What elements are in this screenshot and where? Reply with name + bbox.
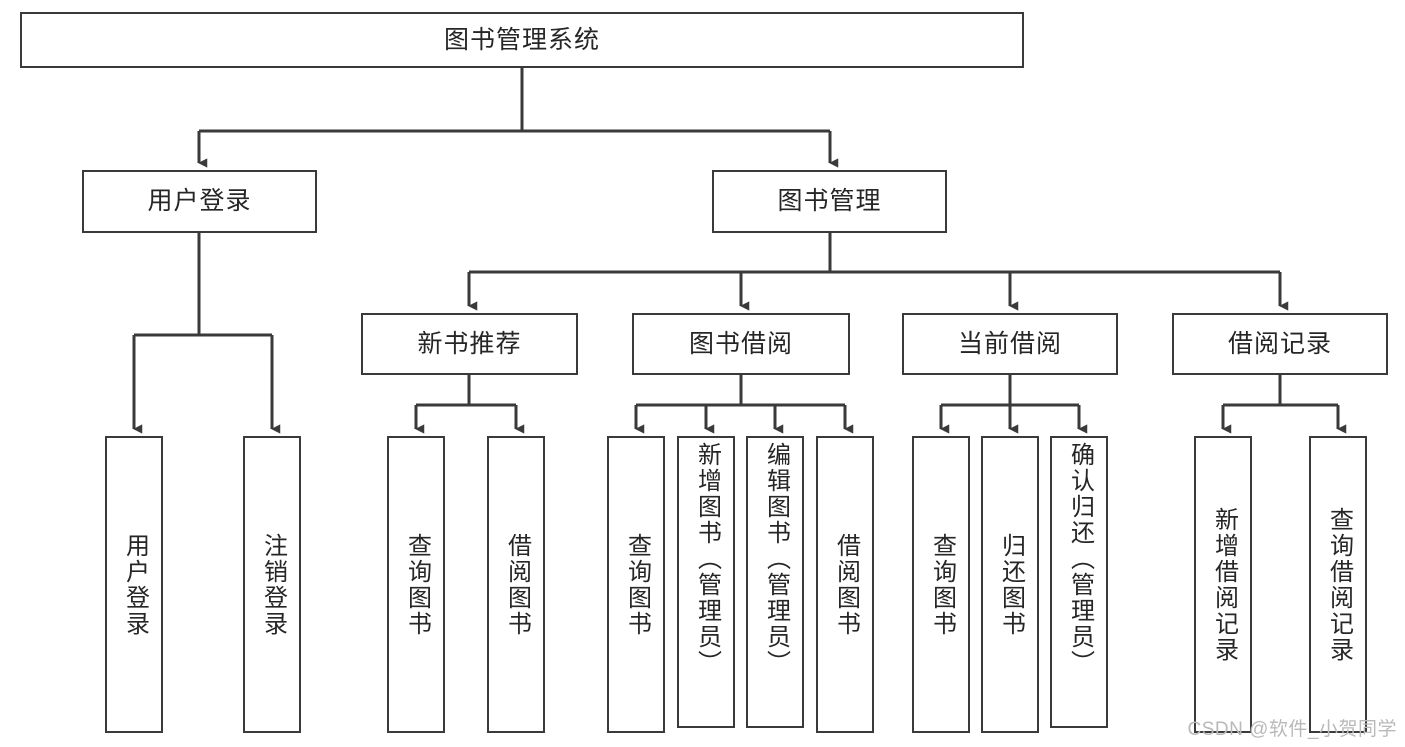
leaf-return-book[interactable]: 归还图书 [981,436,1039,733]
node-label: 查询图书 [623,532,651,637]
node-book-borrow[interactable]: 图书借阅 [632,313,850,375]
leaf-edit-book-admin[interactable]: 编辑图书（管理员） [746,436,804,728]
node-borrow-record[interactable]: 借阅记录 [1172,313,1388,375]
node-label: 图书管理 [777,187,882,215]
node-label: 借阅图书 [503,532,531,637]
node-label: 新增图书（管理员） [693,442,721,676]
leaf-query-book-borrow[interactable]: 查询图书 [607,436,665,733]
watermark-text: CSDN @软件_小贺同学 [1187,719,1397,740]
node-new-book-recommend[interactable]: 新书推荐 [361,313,578,375]
node-label: 新书推荐 [417,329,522,358]
node-label: 借阅图书 [832,532,860,637]
leaf-add-borrow-record[interactable]: 新增借阅记录 [1194,436,1252,733]
leaf-user-login[interactable]: 用户登录 [105,436,163,733]
node-book-management[interactable]: 图书管理 [712,170,947,233]
leaf-query-borrow-record[interactable]: 查询借阅记录 [1309,436,1367,733]
node-label: 借阅记录 [1227,329,1332,358]
leaf-logout-login[interactable]: 注销登录 [243,436,301,733]
leaf-borrow-book-new-recommend[interactable]: 借阅图书 [487,436,545,733]
leaf-confirm-return-admin[interactable]: 确认归还（管理员） [1050,436,1108,728]
node-label: 图书管理系统 [443,25,600,54]
node-label: 新增借阅记录 [1210,506,1238,663]
node-label: 注销登录 [259,532,287,637]
node-label: 编辑图书（管理员） [762,442,790,676]
node-label: 确认归还（管理员） [1066,442,1094,676]
node-label: 归还图书 [997,532,1025,637]
node-label: 查询图书 [928,532,956,637]
leaf-query-book-new-recommend[interactable]: 查询图书 [387,436,445,733]
leaf-add-book-admin[interactable]: 新增图书（管理员） [677,436,735,728]
node-label: 用户登录 [147,187,252,215]
node-label: 图书借阅 [688,329,793,358]
node-current-borrow[interactable]: 当前借阅 [902,313,1118,375]
node-label: 用户登录 [121,532,149,637]
node-label: 查询借阅记录 [1325,506,1353,663]
leaf-query-book-current[interactable]: 查询图书 [912,436,970,733]
node-user-login[interactable]: 用户登录 [82,170,317,233]
node-label: 查询图书 [403,532,431,637]
leaf-borrow-book-borrow[interactable]: 借阅图书 [816,436,874,733]
node-label: 当前借阅 [957,329,1062,358]
node-root-book-management-system[interactable]: 图书管理系统 [20,12,1024,68]
